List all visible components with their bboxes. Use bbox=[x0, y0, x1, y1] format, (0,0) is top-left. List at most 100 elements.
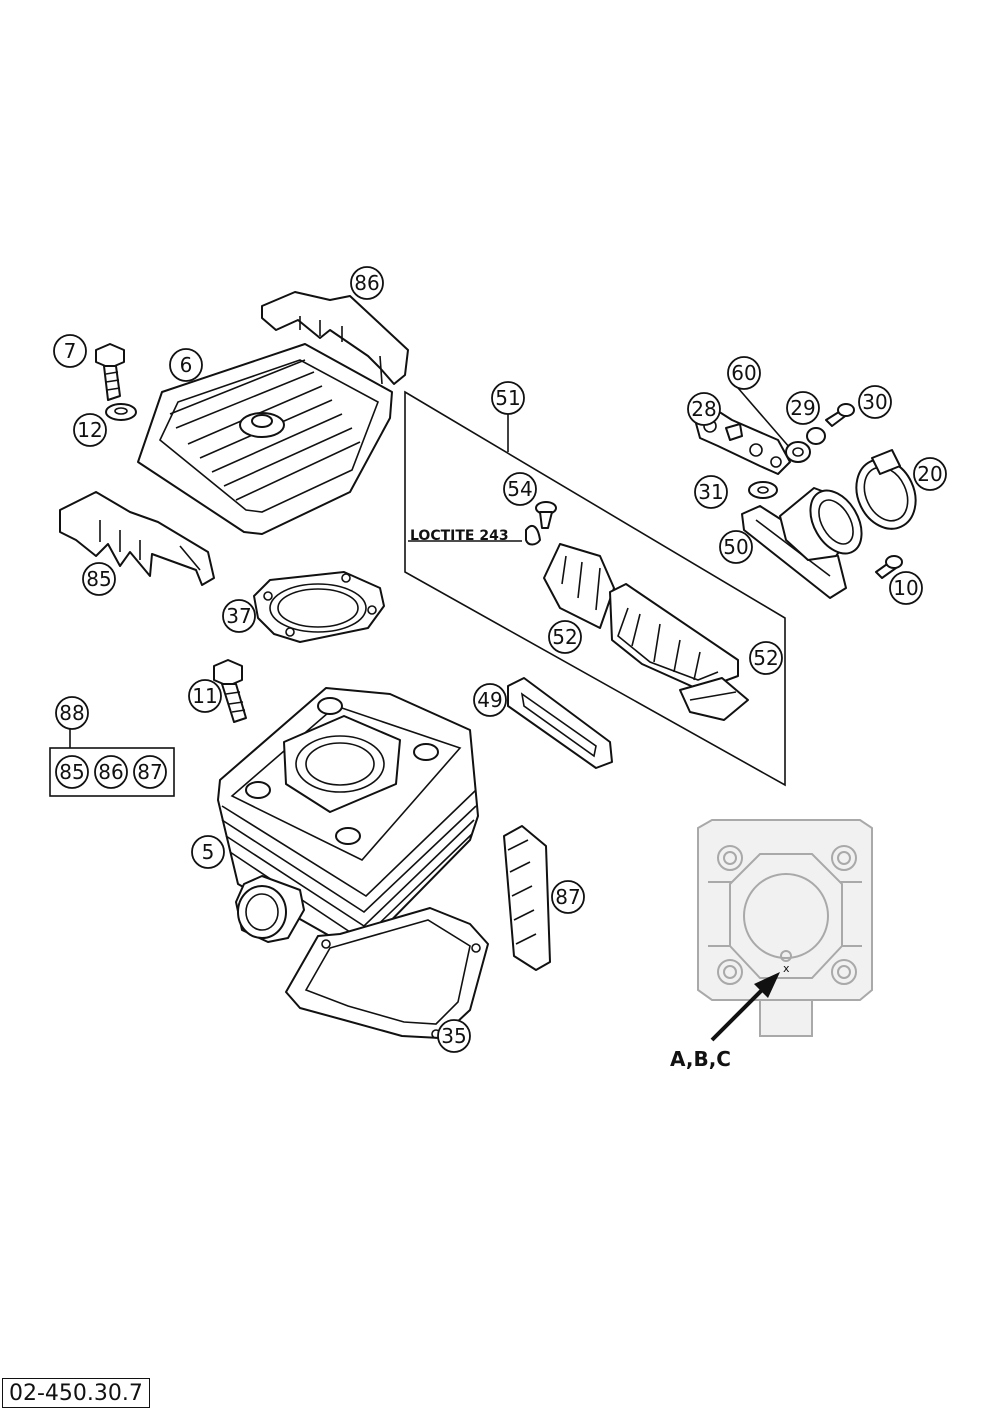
document-code: 02-450.30.7 bbox=[2, 1378, 150, 1408]
callout-49: 49 bbox=[473, 683, 507, 717]
callout-circle bbox=[491, 381, 525, 415]
cylinder-part-5 bbox=[217, 687, 479, 947]
screw-part-54 bbox=[525, 501, 557, 546]
callout-85: 85 bbox=[82, 562, 116, 596]
bolt-part-10 bbox=[875, 555, 903, 579]
callout-30: 30 bbox=[858, 385, 892, 419]
callout-6: 6 bbox=[169, 348, 203, 382]
callout-number: 6 bbox=[180, 353, 193, 377]
callout-number: 85 bbox=[59, 760, 84, 784]
callout-number: 7 bbox=[64, 339, 77, 363]
callout-circle bbox=[169, 348, 203, 382]
reed-valve-body-part bbox=[609, 583, 739, 691]
callout-circle bbox=[548, 620, 582, 654]
callout-circle bbox=[687, 392, 721, 426]
callout-circle bbox=[133, 755, 167, 789]
callout-number: 29 bbox=[790, 396, 815, 420]
callout-50: 50 bbox=[719, 530, 753, 564]
callout-37: 37 bbox=[222, 599, 256, 633]
washer-part-29 bbox=[785, 427, 826, 463]
callout-87: 87 bbox=[551, 880, 585, 914]
callout-circle bbox=[503, 472, 537, 506]
bolt-part-30 bbox=[825, 403, 855, 427]
reed-petal-part-52a bbox=[543, 543, 615, 629]
callout-number: 37 bbox=[226, 604, 251, 628]
callout-circle bbox=[858, 385, 892, 419]
callout-circle bbox=[82, 562, 116, 596]
callout-circle bbox=[719, 530, 753, 564]
callout-number: 88 bbox=[59, 701, 84, 725]
hose-clamp-part-20 bbox=[855, 449, 917, 530]
callout-51: 51 bbox=[491, 381, 525, 415]
callout-number: 5 bbox=[202, 840, 215, 864]
marking-arrow bbox=[710, 972, 780, 1042]
cooling-shroud-part-85 bbox=[59, 491, 215, 586]
callout-28: 28 bbox=[687, 392, 721, 426]
washer-part-31 bbox=[748, 481, 778, 499]
stud-part-11 bbox=[213, 659, 247, 723]
head-gasket-part-37 bbox=[253, 571, 385, 643]
callout-circle bbox=[694, 475, 728, 509]
callout-circle bbox=[889, 571, 923, 605]
callout-number: 35 bbox=[441, 1024, 466, 1048]
intake-manifold-part-50 bbox=[741, 487, 863, 599]
callout-87: 87 bbox=[133, 755, 167, 789]
callout-circle bbox=[55, 696, 89, 730]
bracket-part-28 bbox=[693, 387, 791, 475]
callout-number: 52 bbox=[552, 625, 577, 649]
marking-label: A,B,C bbox=[670, 1047, 731, 1071]
callout-number: 86 bbox=[354, 271, 379, 295]
cooling-shroud-part-86 bbox=[261, 291, 409, 385]
callout-52: 52 bbox=[749, 641, 783, 675]
callout-52: 52 bbox=[548, 620, 582, 654]
intake-gasket-part-49 bbox=[507, 677, 613, 769]
callout-number: 11 bbox=[192, 684, 217, 708]
callout-number: 28 bbox=[691, 397, 716, 421]
callout-86: 86 bbox=[350, 266, 384, 300]
callout-number: 20 bbox=[917, 462, 942, 486]
callout-number: 87 bbox=[137, 760, 162, 784]
callout-number: 12 bbox=[77, 418, 102, 442]
bolt-part-7 bbox=[95, 343, 125, 401]
base-gasket-part-35 bbox=[285, 907, 489, 1039]
callout-circle bbox=[473, 683, 507, 717]
callout-86: 86 bbox=[94, 755, 128, 789]
callout-number: 54 bbox=[507, 477, 532, 501]
callout-31: 31 bbox=[694, 475, 728, 509]
callout-number: 10 bbox=[893, 576, 918, 600]
callout-number: 30 bbox=[862, 390, 887, 414]
callout-circle bbox=[727, 356, 761, 390]
callout-circle bbox=[73, 413, 107, 447]
cylinder-head-part bbox=[137, 343, 393, 535]
callout-number: 87 bbox=[555, 885, 580, 909]
callout-5: 5 bbox=[191, 835, 225, 869]
callout-circle bbox=[913, 457, 947, 491]
callout-number: 31 bbox=[698, 480, 723, 504]
callout-10: 10 bbox=[889, 571, 923, 605]
callout-circle bbox=[437, 1019, 471, 1053]
washer-part-12 bbox=[105, 403, 137, 421]
mark-x-label: x bbox=[783, 962, 790, 975]
callout-circle bbox=[786, 391, 820, 425]
callout-number: 49 bbox=[477, 688, 502, 712]
callout-29: 29 bbox=[786, 391, 820, 425]
callout-number: 51 bbox=[495, 386, 520, 410]
callout-circle bbox=[551, 880, 585, 914]
callout-60: 60 bbox=[727, 356, 761, 390]
reed-insert-part-87 bbox=[503, 825, 551, 971]
callout-number: 60 bbox=[731, 361, 756, 385]
callout-12: 12 bbox=[73, 413, 107, 447]
callout-35: 35 bbox=[437, 1019, 471, 1053]
callout-circle bbox=[94, 755, 128, 789]
loctite-label: LOCTITE 243 bbox=[410, 528, 509, 544]
callout-circle bbox=[188, 679, 222, 713]
callout-circle bbox=[55, 755, 89, 789]
callout-88: 88 bbox=[55, 696, 89, 730]
callout-circle bbox=[749, 641, 783, 675]
callout-number: 52 bbox=[753, 646, 778, 670]
callout-circle bbox=[222, 599, 256, 633]
callout-layer: 86 7 6 12 85 37 11 88 85 86 87 5 35 87 51 54 52 52 49 60 28 2… bbox=[53, 266, 947, 1053]
callout-54: 54 bbox=[503, 472, 537, 506]
callout-circle bbox=[53, 334, 87, 368]
